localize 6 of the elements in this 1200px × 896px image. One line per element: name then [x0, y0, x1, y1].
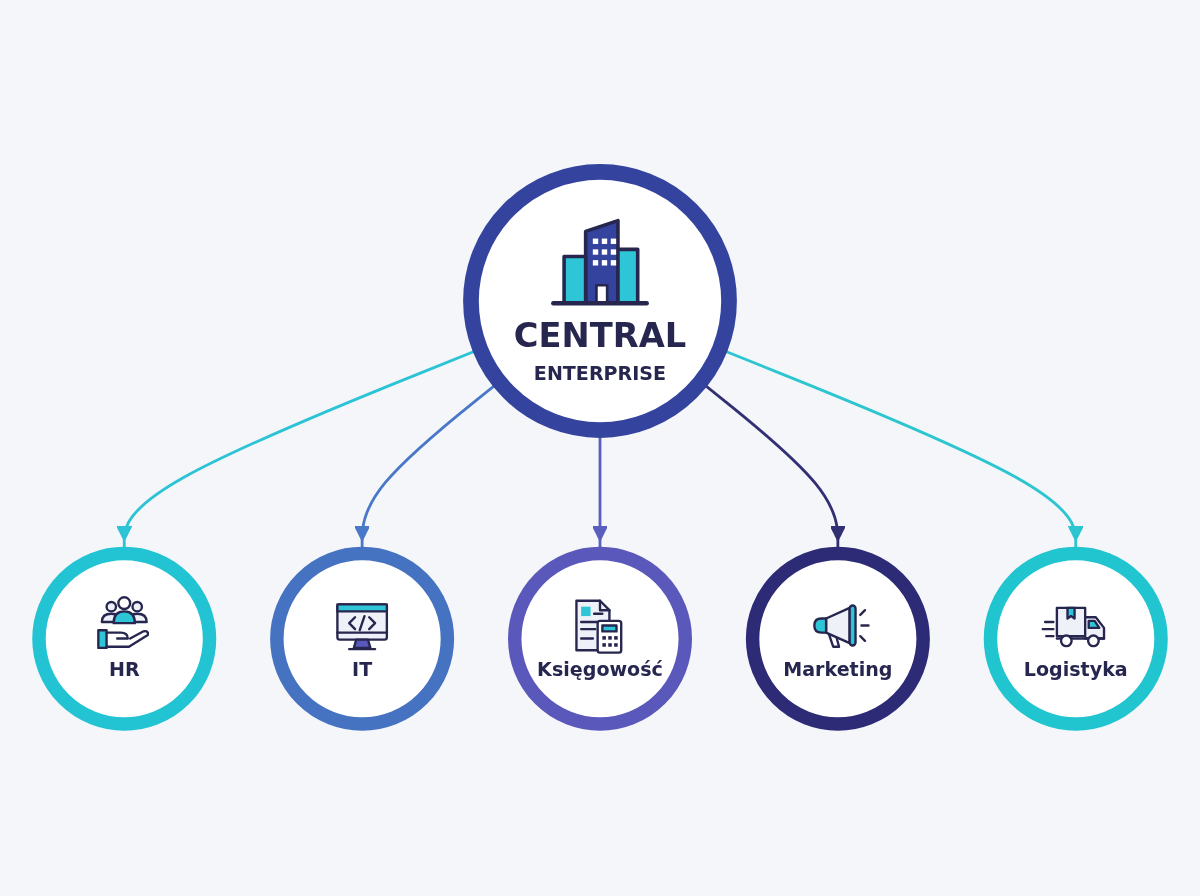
node-circle: Marketing: [745, 546, 930, 731]
node-circle: HR: [32, 546, 217, 731]
node-circle: IT: [270, 546, 455, 731]
node-circle: Księgowość: [508, 546, 692, 731]
node-circle: CENTRAL ENTERPRISE: [463, 164, 737, 438]
node-circle: Logistyka: [983, 546, 1168, 731]
